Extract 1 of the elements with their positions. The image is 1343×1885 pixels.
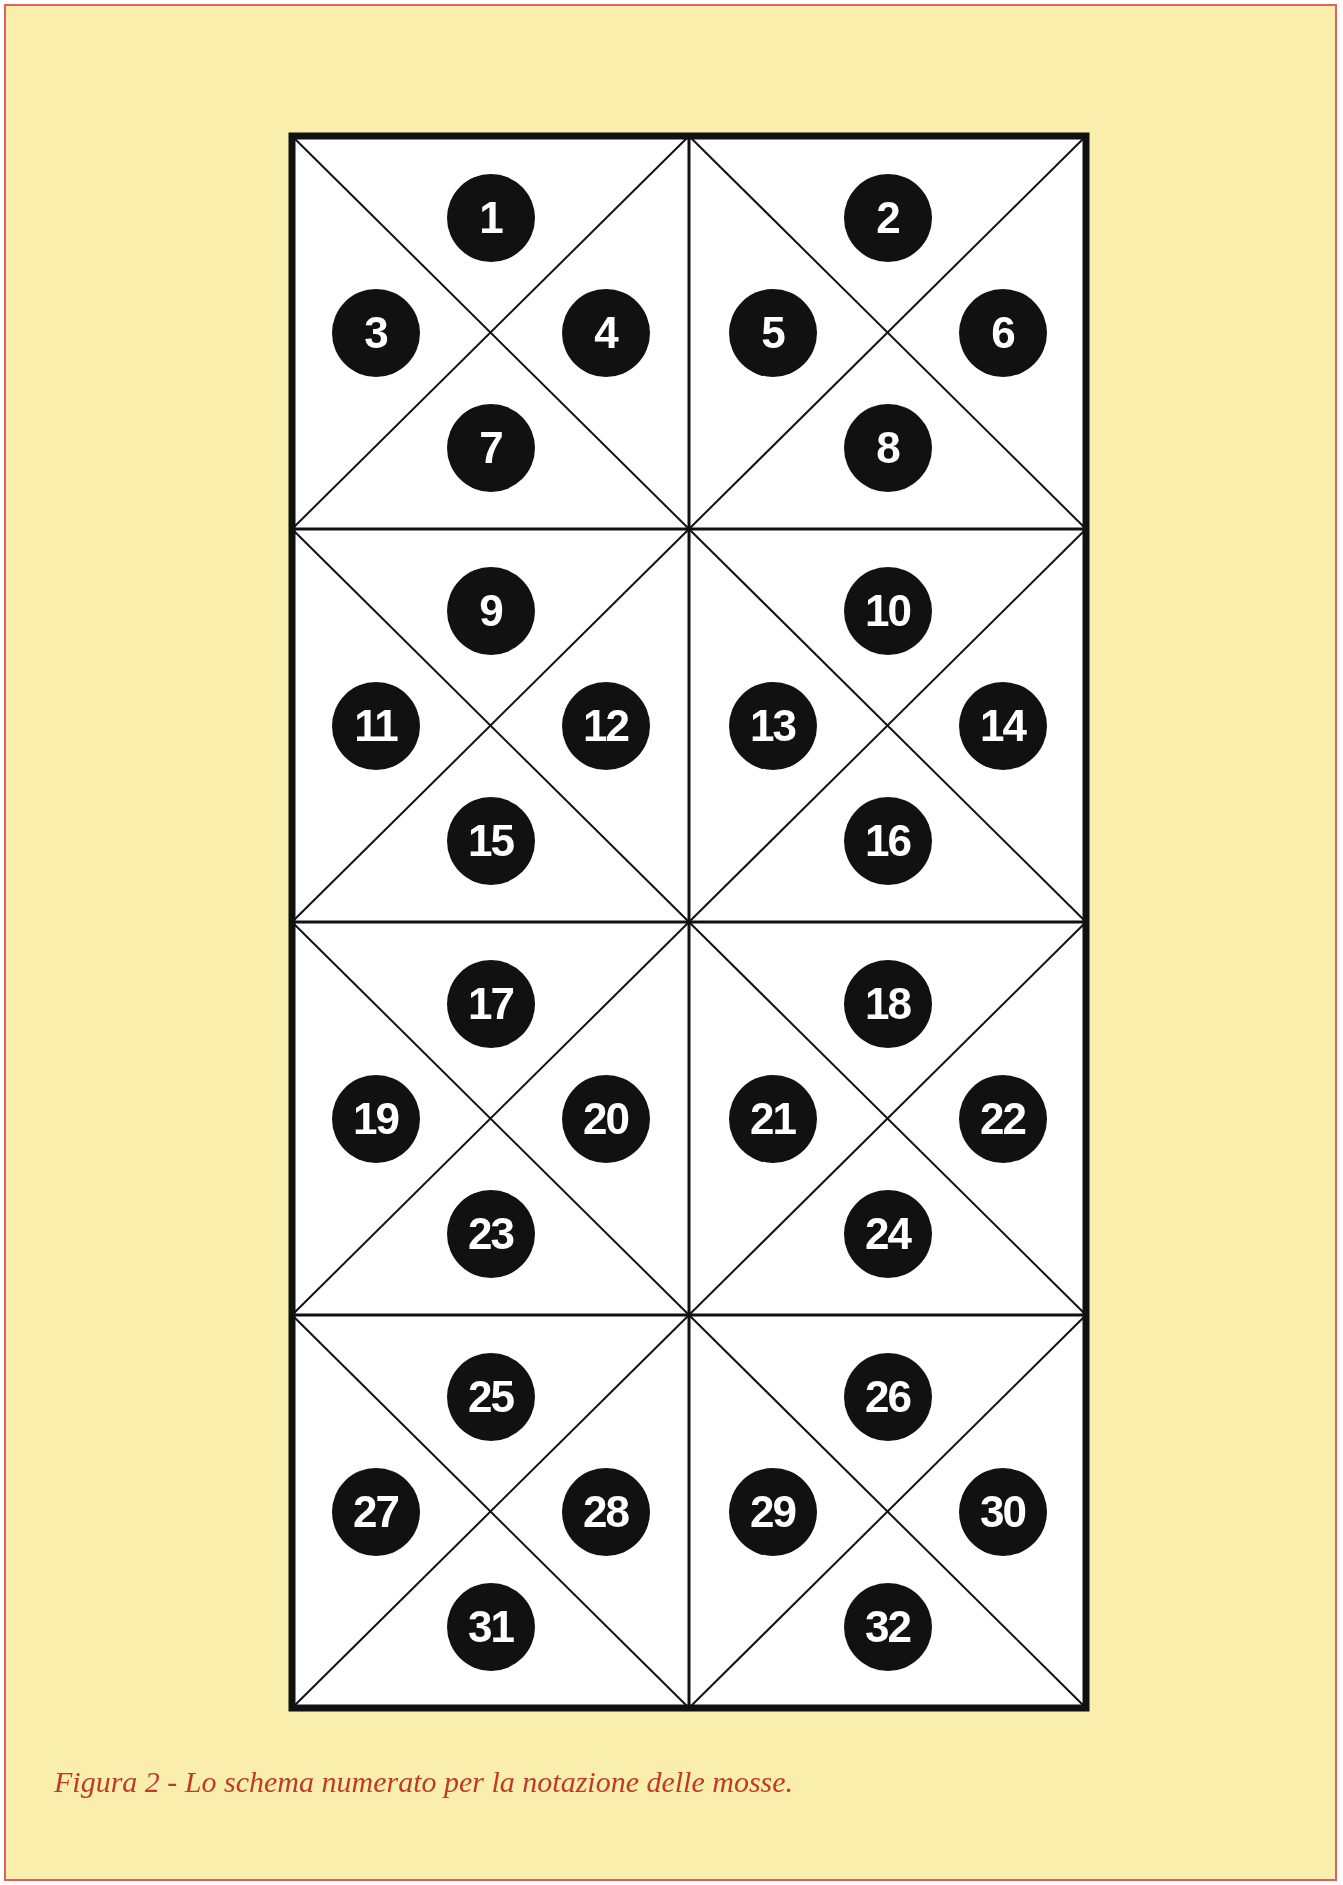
figure-caption: Figura 2 - Lo schema numerato per la notazione delle mosse. — [54, 1765, 794, 1799]
